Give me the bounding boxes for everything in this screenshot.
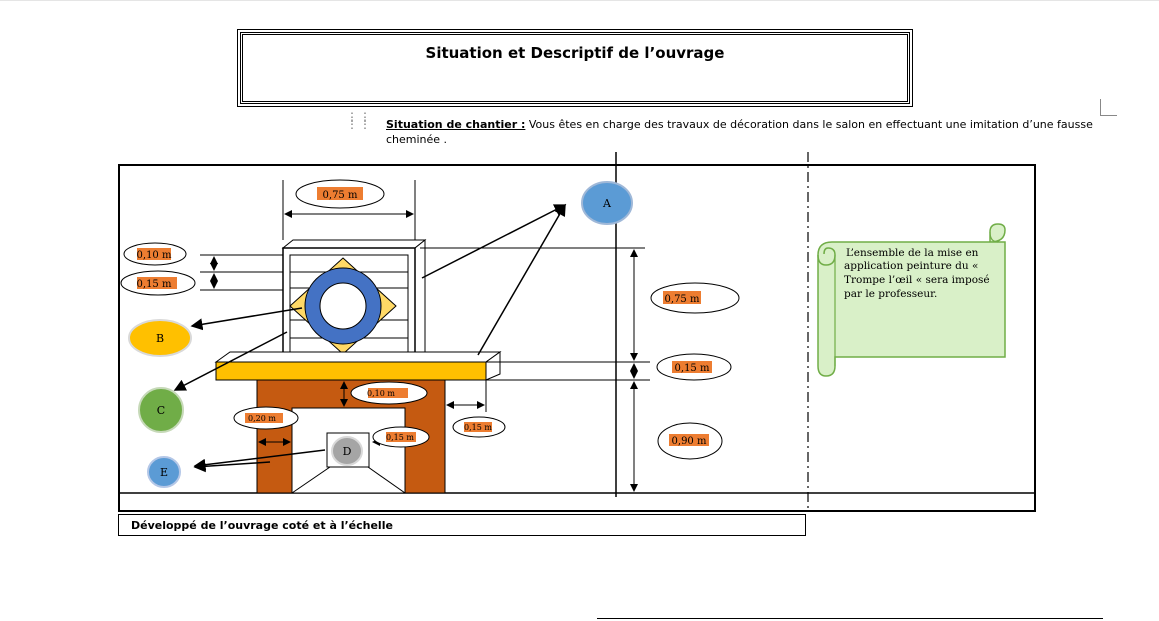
dim-opening-step: 0,15 m <box>386 433 414 442</box>
dim-mantel-height: 0,15 m <box>675 363 710 374</box>
situation-text: Vous êtes en charge des travaux de décor… <box>386 118 1093 146</box>
page-title: Situation et Descriptif de l’ouvrage <box>425 44 725 62</box>
dim-height-upper: 0,75 m <box>665 294 700 305</box>
marker-b-label: B <box>156 332 164 345</box>
situation-paragraph: Situation de chantier : Vous êtes en cha… <box>386 117 1106 147</box>
ring-center <box>319 282 367 330</box>
marker-c <box>138 387 184 433</box>
marker-e-label: E <box>160 466 168 479</box>
hearth-floor <box>290 466 407 494</box>
scroll-note: L’ensemble de la mise en application pei… <box>817 223 1006 377</box>
dim-pillar-left: 0,20 m <box>248 414 276 423</box>
drawing-caption: Développé de l’ouvrage coté et à l’échel… <box>118 514 806 536</box>
marker-d-label: D <box>343 445 352 458</box>
title-frame <box>237 29 913 107</box>
dim-mantel-overhang: 0,15 m <box>464 423 492 432</box>
dim-width-top: 0,75 m <box>323 190 358 201</box>
marker-a <box>581 181 633 225</box>
marker-a-label: A <box>602 197 612 210</box>
caption-text: Développé de l’ouvrage coté et à l’échel… <box>131 519 393 532</box>
drag-handle-icon[interactable]: ⋮⋮⋮⋮ <box>346 110 372 131</box>
leader-e-2 <box>193 460 271 473</box>
margin-corner-mark <box>1100 99 1117 116</box>
top-border <box>0 0 1159 1</box>
note-line: Trompe l’œil « sera imposé <box>844 274 990 286</box>
leader-b <box>190 307 303 331</box>
dim-lintel: 0,10 m <box>367 389 395 398</box>
marker-e <box>147 456 181 488</box>
dim-label-bg <box>317 187 363 200</box>
drawing-frame <box>118 164 1036 512</box>
situation-label: Situation de chantier : <box>386 118 526 131</box>
marker-c-label: C <box>157 404 165 417</box>
dim-band-second: 0,15 m <box>137 279 172 290</box>
leader-e-1 <box>193 449 326 471</box>
note-line: application peinture du « <box>844 260 978 272</box>
dim-height-lower: 0,90 m <box>672 436 707 447</box>
note-line: par le professeur. <box>844 288 937 300</box>
dim-band-top: 0,10 m <box>137 250 172 261</box>
box-side-face <box>414 238 426 363</box>
leader-a-mantel <box>477 203 566 356</box>
mantel-top <box>214 351 502 363</box>
scroll-shape <box>817 223 1006 377</box>
mantel-shelf <box>215 361 487 381</box>
leader-c <box>173 331 288 391</box>
leader-a-box <box>421 204 567 279</box>
marker-b <box>128 319 192 357</box>
table-top-edge <box>597 618 1103 619</box>
note-line: L’ensemble de la mise en <box>846 247 979 259</box>
box-top-face <box>281 239 427 249</box>
marker-d <box>331 436 363 466</box>
